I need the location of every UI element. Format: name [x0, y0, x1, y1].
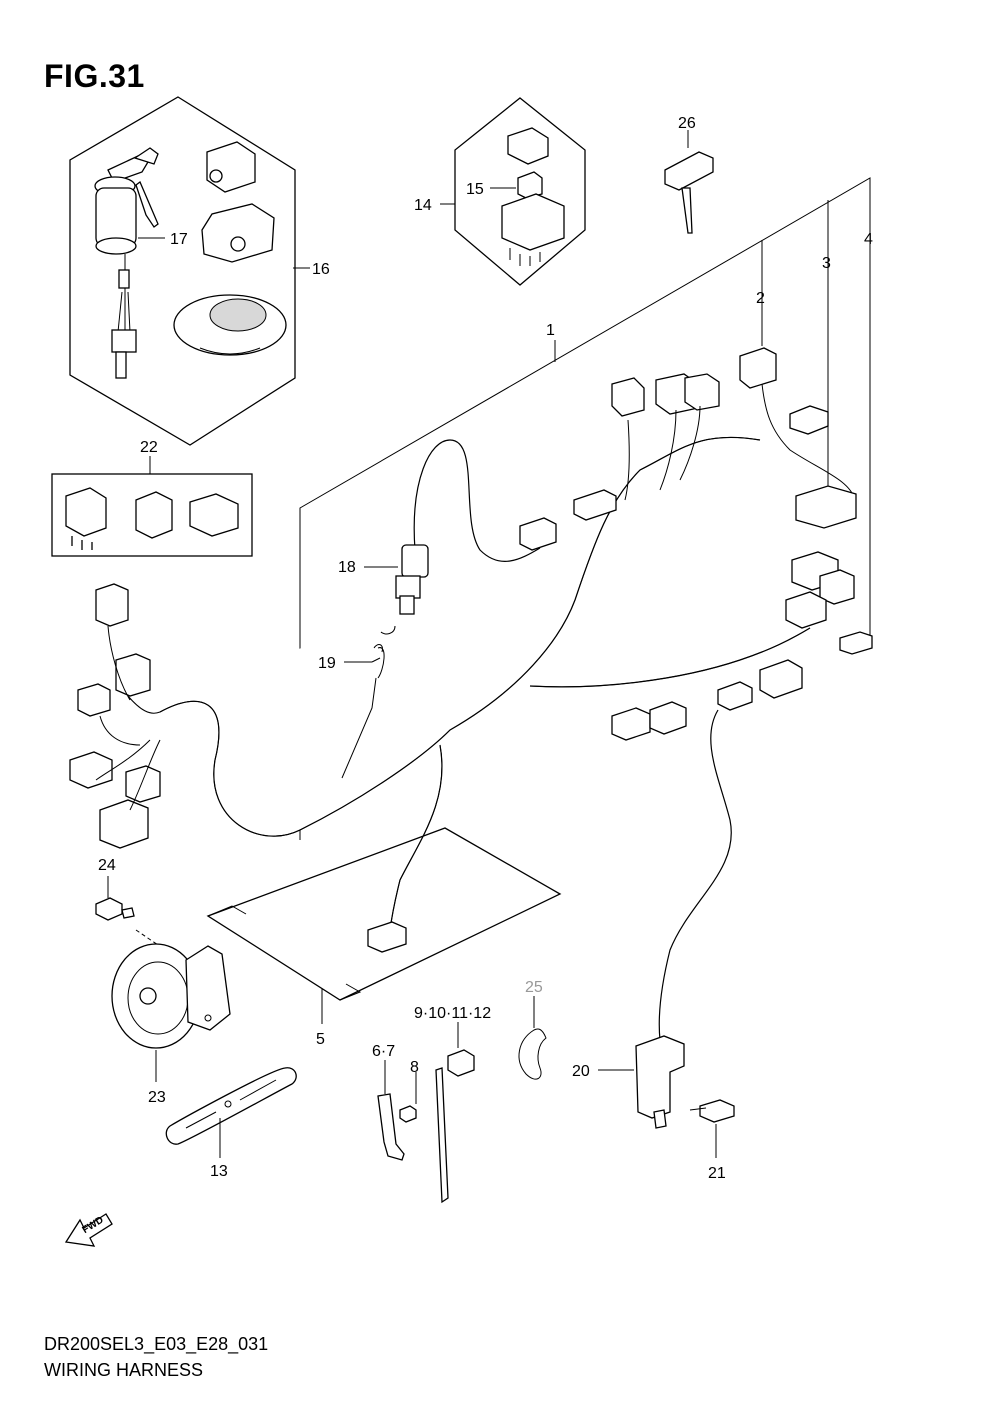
- callout-15: 15: [466, 181, 484, 198]
- callout-6-7: 6·7: [372, 1043, 395, 1060]
- switch-18-19: [341, 544, 429, 779]
- figure-name: WIRING HARNESS: [44, 1360, 204, 1380]
- horn-group: [95, 876, 231, 1082]
- callout-22: 22: [140, 439, 158, 456]
- callout-23: 23: [148, 1089, 166, 1106]
- callout-5: 5: [316, 1031, 325, 1048]
- clamp-13: [165, 1067, 297, 1158]
- callout-18: 18: [338, 559, 356, 576]
- callout-19: 19: [318, 655, 336, 672]
- callout-16: 16: [312, 261, 330, 278]
- callout-17: 17: [170, 231, 188, 248]
- key-part: [664, 130, 714, 234]
- callout-25: 25: [525, 979, 543, 996]
- figure-title: FIG.31: [44, 58, 145, 94]
- connector-set-group: [51, 456, 253, 557]
- callout-8: 8: [410, 1059, 419, 1076]
- relay-group: [440, 97, 586, 286]
- cable-tie-9-12: [435, 1022, 475, 1204]
- sensor-20-21: [598, 1035, 735, 1158]
- callout-13: 13: [210, 1163, 228, 1180]
- clip-25: [518, 996, 547, 1080]
- fwd-arrow: FWD: [64, 1213, 113, 1247]
- callout-2: 2: [756, 290, 765, 307]
- ignition-switch-group: [69, 96, 310, 446]
- callout-24: 24: [98, 857, 116, 874]
- bracket-6-7-8: [377, 1060, 417, 1161]
- callout-21: 21: [708, 1165, 726, 1182]
- callout-14: 14: [414, 197, 432, 214]
- protector-sheet-5: [206, 827, 562, 1024]
- wiring-harness: [69, 347, 873, 1041]
- callout-9-12: 9·10·11·12: [414, 1005, 491, 1022]
- callout-3: 3: [822, 255, 831, 272]
- figure-code: DR200SEL3_E03_E28_031: [44, 1334, 269, 1354]
- callout-4: 4: [864, 231, 873, 248]
- callout-26: 26: [678, 115, 696, 132]
- callout-1: 1: [546, 322, 555, 339]
- callout-20: 20: [572, 1063, 590, 1080]
